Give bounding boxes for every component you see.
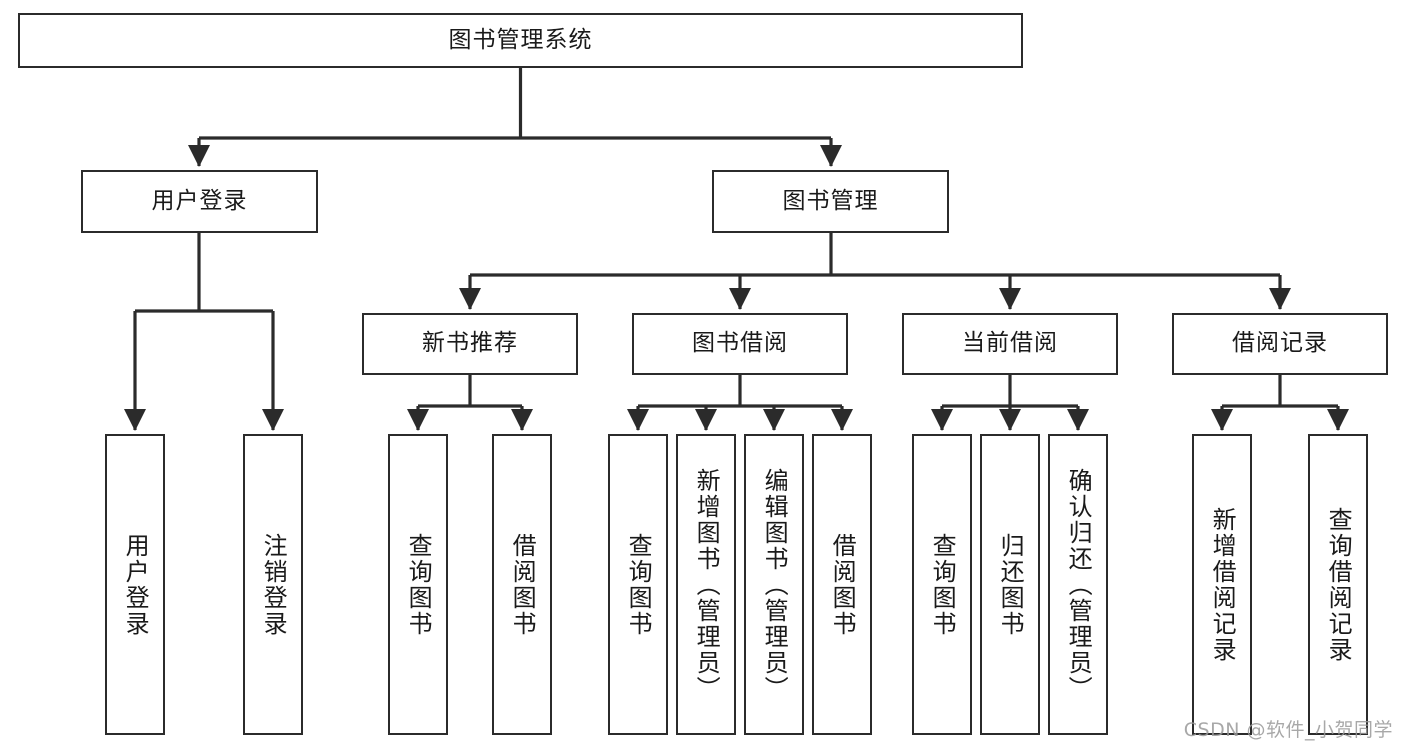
node-leaf-add-book-admin[interactable]: 新增图书（管理员）: [676, 434, 736, 735]
node-leaf-borrow-book-borrowing[interactable]: 借阅图书: [812, 434, 872, 735]
node-label: 查询图书: [928, 532, 957, 637]
node-label: 查询借阅记录: [1324, 506, 1353, 663]
node-leaf-query-book-recommendation[interactable]: 查询图书: [388, 434, 448, 735]
node-label: 借阅图书: [508, 532, 537, 637]
node-label: 归还图书: [996, 532, 1025, 637]
node-leaf-confirm-return-admin[interactable]: 确认归还（管理员）: [1048, 434, 1108, 735]
node-label: 新增图书（管理员）: [692, 467, 721, 702]
node-label: 图书管理系统: [448, 26, 593, 53]
node-leaf-edit-book-admin[interactable]: 编辑图书（管理员）: [744, 434, 804, 735]
node-user-login[interactable]: 用户登录: [81, 170, 318, 233]
node-label: 注销登录: [259, 532, 288, 637]
node-label: 借阅图书: [828, 532, 857, 637]
node-label: 图书管理: [782, 187, 879, 214]
node-label: 图书借阅: [692, 330, 788, 357]
csdn-watermark: CSDN @软件_小贺同学: [1183, 719, 1393, 741]
node-label: 编辑图书（管理员）: [760, 467, 789, 702]
node-book-management[interactable]: 图书管理: [712, 170, 949, 233]
node-label: 新书推荐: [422, 330, 518, 357]
node-label: 用户登录: [121, 532, 150, 637]
node-leaf-add-borrowing-record[interactable]: 新增借阅记录: [1192, 434, 1252, 735]
node-leaf-query-book-borrowing[interactable]: 查询图书: [608, 434, 668, 735]
node-label: 新增借阅记录: [1208, 506, 1237, 663]
node-leaf-user-logout[interactable]: 注销登录: [243, 434, 303, 735]
node-label: 查询图书: [404, 532, 433, 637]
node-leaf-query-book-current[interactable]: 查询图书: [912, 434, 972, 735]
node-root-book-management-system[interactable]: 图书管理系统: [18, 13, 1023, 68]
node-leaf-borrow-book-recommendation[interactable]: 借阅图书: [492, 434, 552, 735]
node-label: 查询图书: [624, 532, 653, 637]
node-label: 确认归还（管理员）: [1064, 467, 1093, 702]
node-leaf-query-borrowing-record[interactable]: 查询借阅记录: [1308, 434, 1368, 735]
node-leaf-user-login[interactable]: 用户登录: [105, 434, 165, 735]
node-borrowing-records[interactable]: 借阅记录: [1172, 313, 1388, 375]
node-label: 借阅记录: [1232, 330, 1328, 357]
node-new-book-recommendation[interactable]: 新书推荐: [362, 313, 578, 375]
node-label: 用户登录: [151, 187, 248, 214]
node-current-borrowing[interactable]: 当前借阅: [902, 313, 1118, 375]
node-leaf-return-book[interactable]: 归还图书: [980, 434, 1040, 735]
node-book-borrowing[interactable]: 图书借阅: [632, 313, 848, 375]
node-label: 当前借阅: [962, 330, 1058, 357]
